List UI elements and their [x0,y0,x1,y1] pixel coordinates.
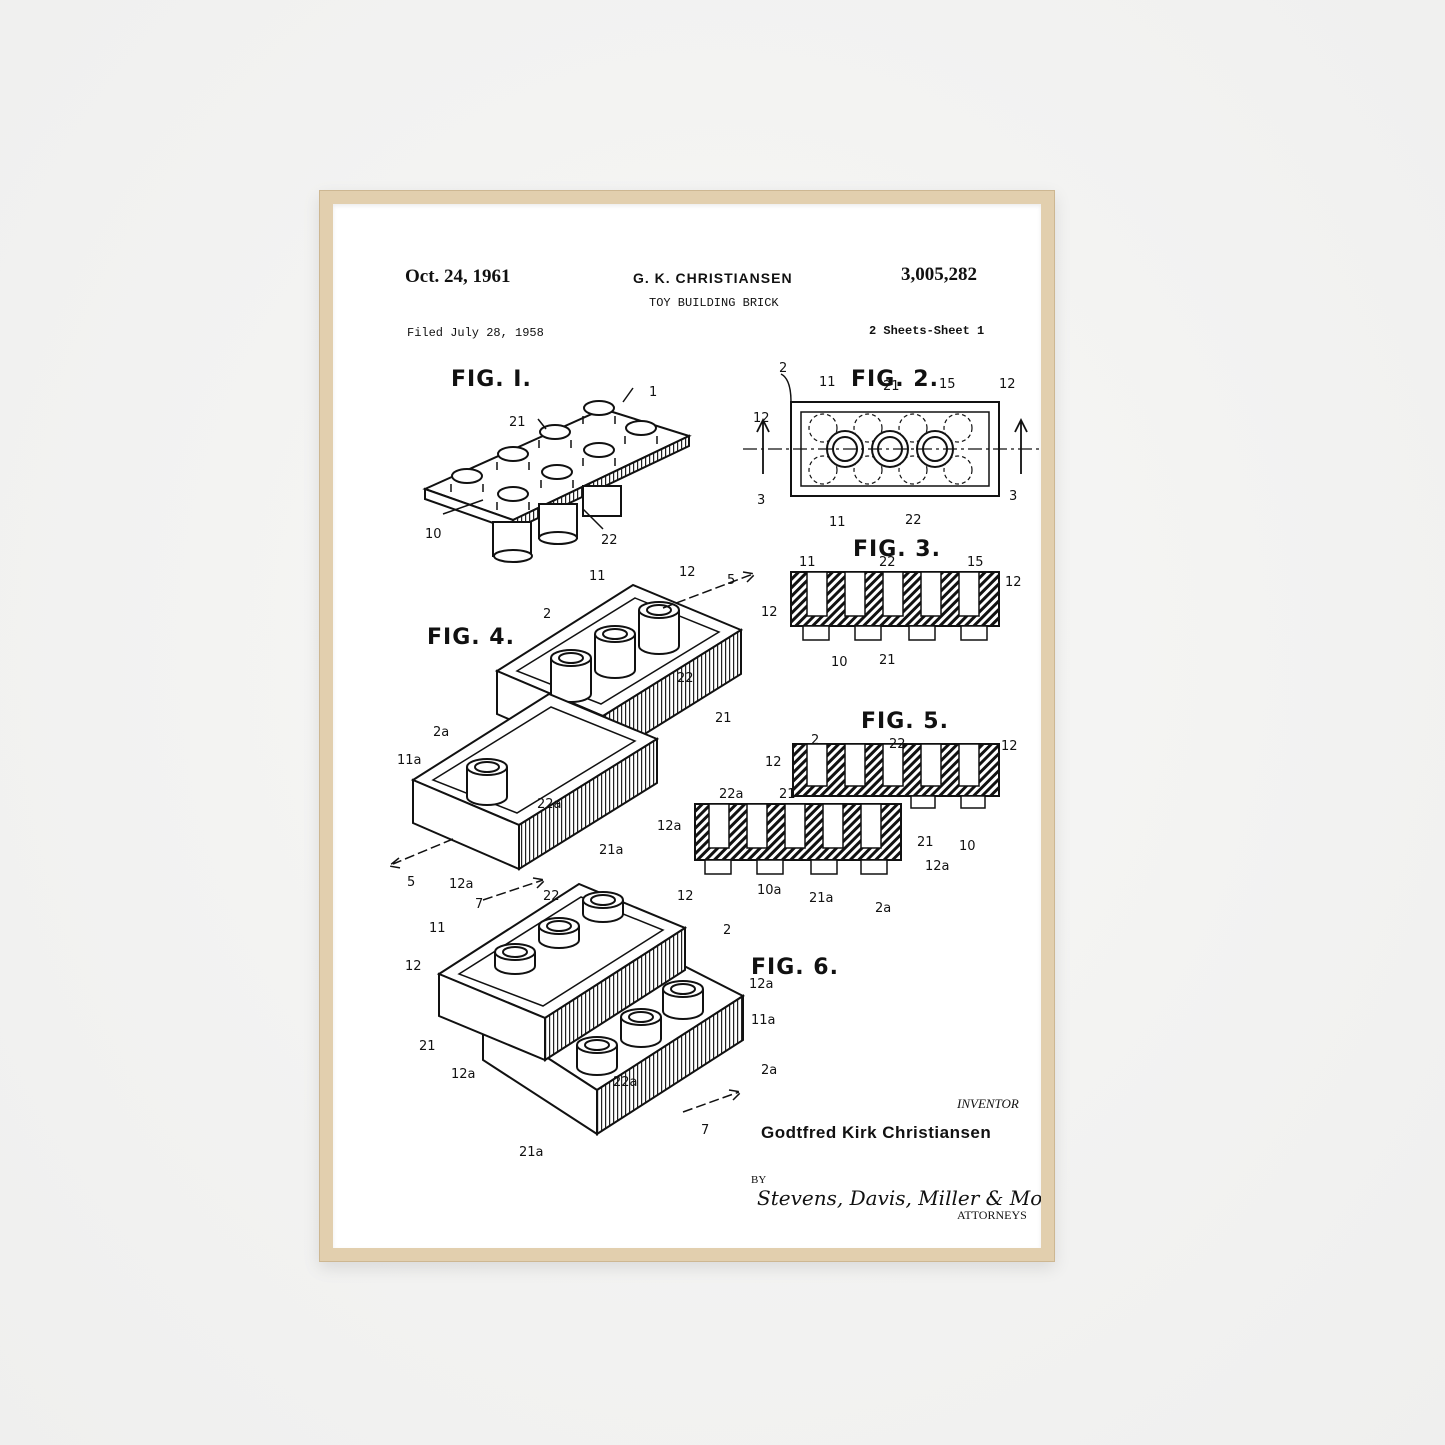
ref-numeral: 21 [779,787,796,802]
ref-numeral: 11 [799,555,816,570]
ref-numeral: 2a [433,725,449,740]
ref-numeral: 21 [715,711,732,726]
ref-numeral: 22a [537,797,562,812]
ref-numeral: 12 [765,755,782,770]
ref-numeral: 12a [749,977,774,992]
ref-numeral: 5 [727,573,735,588]
ref-numeral: 15 [939,377,956,392]
ref-numeral: 12a [449,877,474,892]
ref-numeral: 3 [757,493,765,508]
ref-numeral: 12a [451,1067,476,1082]
ref-numeral: 12 [679,565,696,580]
fig4-drawing [387,571,757,871]
ref-numeral: 5 [407,875,415,890]
ref-numeral: 12 [1005,575,1022,590]
ref-numeral: 12 [761,605,778,620]
ref-numeral: 2a [761,1063,777,1078]
ref-numeral: 11 [429,921,446,936]
ref-numeral: 12 [405,959,422,974]
ref-numeral: 12 [753,411,770,426]
ref-numeral: 12 [1001,739,1018,754]
ref-numeral: 22 [879,555,896,570]
ref-numeral: 12a [925,859,950,874]
ref-numeral: 21a [599,843,624,858]
fig2-drawing [743,373,1041,497]
ref-numeral: 3 [1009,489,1017,504]
ref-numeral: 22 [543,889,560,904]
ref-numeral: 21a [809,891,834,906]
ref-numeral: 11 [829,515,846,530]
ref-numeral: 21 [419,1039,436,1054]
fig6-drawing [436,877,746,1136]
ref-numeral: 11 [819,375,836,390]
patent-title: TOY BUILDING BRICK [649,296,779,310]
ref-numeral: 7 [475,897,483,912]
ref-numeral: 11 [589,569,606,584]
inventor-header: G. K. CHRISTIANSEN [633,270,793,286]
ref-numeral: 10 [959,839,976,854]
ref-numeral: 2 [779,361,787,376]
ref-numeral: 12a [657,819,682,834]
ref-numeral: 2 [543,607,551,622]
ref-numeral: 21 [509,415,526,430]
patent-drawings: FIG. I. FIG. 2. FIG. 3. FIG. 4. FIG. 5. … [387,361,1041,1160]
ref-numeral: 10a [757,883,782,898]
ref-numeral: 21 [917,835,934,850]
fig3-label: FIG. 3. [853,537,941,562]
ref-numeral: 22 [601,533,618,548]
by-label: BY [751,1174,767,1186]
ref-numeral: 12 [999,377,1016,392]
fig4-label: FIG. 4. [427,625,515,650]
fig5-drawing [694,743,1000,875]
fig6-label: FIG. 6. [751,955,839,980]
ref-numeral: 7 [701,1123,709,1138]
attorneys-label: ATTORNEYS [957,1208,1027,1222]
ref-numeral: 11a [397,753,422,768]
fig5-label: FIG. 5. [861,709,949,734]
ref-numeral: 21 [879,653,896,668]
ref-numeral: 2 [811,733,819,748]
ref-numeral: 1 [649,385,657,400]
fig1-label: FIG. I. [451,367,532,392]
ref-numeral: 22a [613,1075,638,1090]
patent-print: Oct. 24, 1961 G. K. CHRISTIANSEN 3,005,2… [333,204,1041,1248]
ref-numeral: 2 [723,923,731,938]
ref-numeral: 11a [751,1013,776,1028]
inventor-name: Godtfred Kirk Christiansen [761,1123,992,1142]
fig2-label: FIG. 2. [851,367,939,392]
ref-numeral: 12 [677,889,694,904]
patent-date: Oct. 24, 1961 [405,266,511,287]
ref-numeral: 22 [677,671,694,686]
ref-numeral: 22 [889,737,906,752]
attorney-signature: Stevens, Davis, Miller & Mosher [757,1186,1041,1210]
ref-numeral: 10 [425,527,442,542]
patent-number: 3,005,282 [901,264,977,285]
inventor-label: INVENTOR [957,1096,1019,1111]
ref-numeral: 10 [831,655,848,670]
filed-date: Filed July 28, 1958 [407,326,544,340]
ref-numeral: 21a [519,1145,544,1160]
fig3-drawing [790,571,1000,641]
ref-numeral: 22a [719,787,744,802]
ref-numeral: 15 [967,555,984,570]
picture-frame: Oct. 24, 1961 G. K. CHRISTIANSEN 3,005,2… [319,190,1055,1262]
ref-numeral: 22 [905,513,922,528]
fig1-drawing [422,387,692,563]
sheet-count: 2 Sheets-Sheet 1 [869,324,985,338]
ref-numeral: 21 [883,379,900,394]
ref-numeral: 2a [875,901,891,916]
